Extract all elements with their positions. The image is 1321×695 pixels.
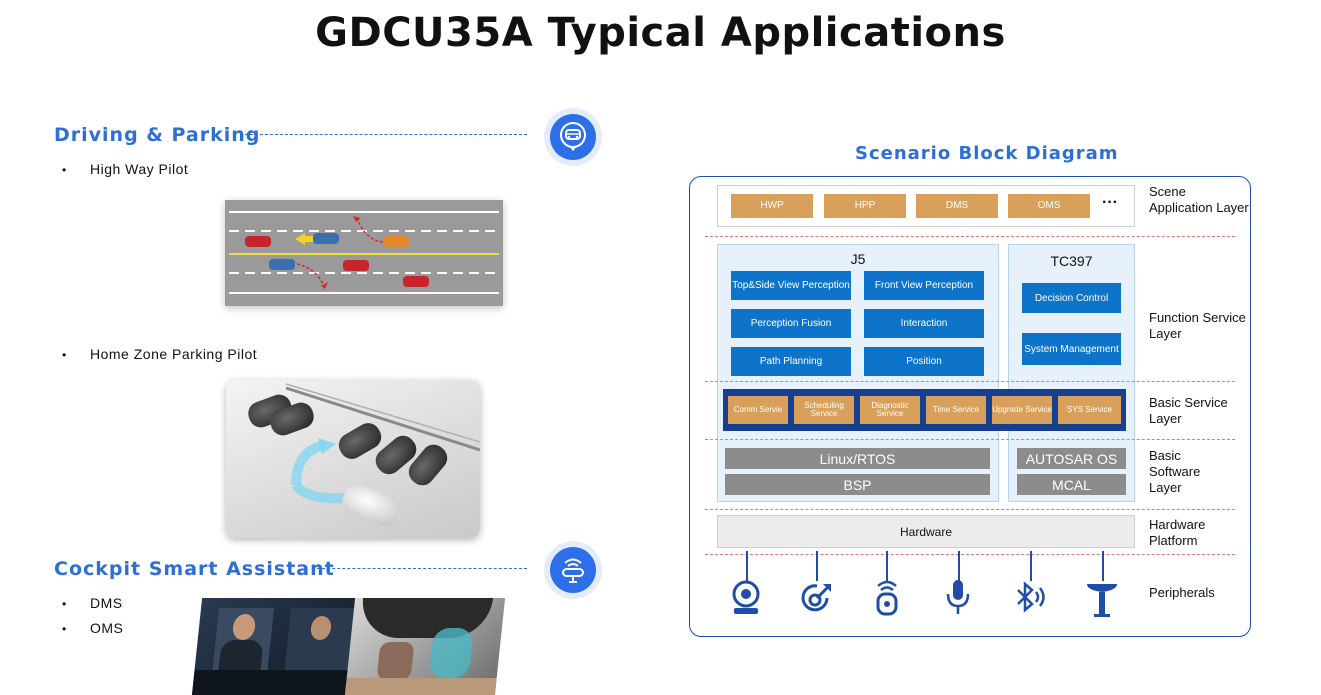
bullet-text: Home Zone Parking Pilot: [90, 346, 258, 362]
section-title-cockpit: Cockpit Smart Assistant: [54, 558, 335, 580]
scene-application-box: HWP HPP DMS OMS ···: [717, 185, 1135, 227]
scene-app-hwp: HWP: [731, 194, 813, 218]
j5-title: J5: [850, 251, 866, 267]
service-sys: SYS Service: [1058, 396, 1121, 424]
scene-app-dms: DMS: [916, 194, 998, 218]
camera-icon: [732, 580, 760, 614]
section-divider: [245, 134, 527, 135]
list-item: •DMS: [62, 595, 123, 611]
ultrasonic-sensor-icon: [876, 580, 898, 616]
hardware-bar: Hardware: [717, 515, 1135, 548]
list-item: •OMS: [62, 620, 124, 636]
decision-control-box: Decision Control: [1022, 283, 1121, 313]
position-box: Position: [864, 347, 984, 376]
peripheral-link: [958, 551, 960, 581]
linux-rtos-bar: Linux/RTOS: [725, 448, 990, 469]
peripheral-link: [746, 551, 748, 581]
layer-label-hardware-platform: Hardware Platform: [1149, 517, 1206, 548]
service-comm: Comm Servie: [728, 396, 788, 424]
layer-label-basic-service: Basic Service Layer: [1149, 395, 1228, 426]
layer-label-peripherals: Peripherals: [1149, 585, 1215, 600]
autosar-os-bar: AUTOSAR OS: [1017, 448, 1126, 469]
page-title: GDCU35A Typical Applications: [315, 10, 1006, 56]
front-view-perception-box: Front View Perception: [864, 271, 984, 300]
oms-image: [344, 598, 506, 695]
top-side-view-perception-box: Top&Side View Perception: [731, 271, 851, 300]
scene-app-hpp: HPP: [824, 194, 906, 218]
layer-separator: [705, 509, 1235, 510]
home-zone-parking-image: [226, 380, 480, 538]
interaction-box: Interaction: [864, 309, 984, 338]
peripheral-link: [1030, 551, 1032, 581]
layer-separator: [705, 439, 1235, 440]
mcal-bar: MCAL: [1017, 474, 1126, 495]
service-scheduling: Scheduling Service: [794, 396, 854, 424]
section-title-driving-parking: Driving & Parking: [54, 124, 261, 146]
bullet-text: DMS: [90, 595, 123, 611]
dms-image: [191, 598, 373, 695]
service-diagnostic: Diagnostic Service: [860, 396, 920, 424]
bullet-text: High Way Pilot: [90, 161, 189, 177]
basic-service-bar: Comm Servie Scheduling Service Diagnosti…: [723, 389, 1126, 431]
gnss-antenna-icon: [1087, 584, 1117, 617]
list-item: •High Way Pilot: [62, 161, 189, 177]
highway-pilot-image: [225, 200, 503, 306]
layer-separator: [705, 554, 1235, 555]
peripheral-link: [816, 551, 818, 581]
microphone-icon: [946, 580, 970, 614]
layer-label-basic-software: Basic Software Layer: [1149, 448, 1201, 495]
bullet-text: OMS: [90, 620, 124, 636]
scene-app-more: ···: [1102, 194, 1118, 211]
radar-icon: [801, 584, 831, 612]
peripheral-link: [1102, 551, 1104, 581]
system-management-box: System Management: [1022, 333, 1121, 365]
layer-separator: [705, 236, 1235, 237]
peripheral-link: [886, 551, 888, 581]
layer-label-scene-application: Scene Application Layer: [1149, 184, 1249, 215]
diagram-title: Scenario Block Diagram: [855, 143, 1119, 164]
diagram-frame: [689, 176, 1251, 637]
path-planning-box: Path Planning: [731, 347, 851, 376]
bluetooth-icon: [1017, 581, 1045, 613]
layer-separator: [705, 381, 1235, 382]
service-time: Time Service: [926, 396, 986, 424]
list-item: •Home Zone Parking Pilot: [62, 346, 258, 362]
car-icon: [550, 114, 596, 160]
section-divider: [312, 568, 527, 569]
perception-fusion-box: Perception Fusion: [731, 309, 851, 338]
service-upgrade: Upgrade Service: [992, 396, 1052, 424]
tc397-title: TC397: [1050, 253, 1093, 269]
layer-label-function-service: Function Service Layer: [1149, 310, 1246, 341]
steering-assistant-icon: [550, 547, 596, 593]
scene-app-oms: OMS: [1008, 194, 1090, 218]
bsp-bar: BSP: [725, 474, 990, 495]
